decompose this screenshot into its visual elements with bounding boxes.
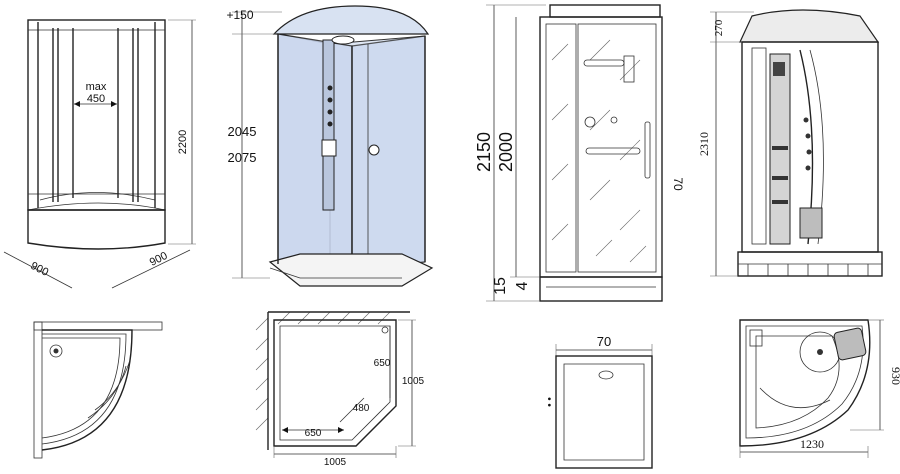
plan-1005-bottom-label: 1005 <box>324 457 347 468</box>
plan-650-bottom-label: 650 <box>305 428 322 439</box>
plan-930-label: 930 <box>889 367 900 385</box>
top-extra-150-label: +150 <box>226 8 253 22</box>
height-2310-label: 2310 <box>697 132 711 156</box>
opening-450-label: 450 <box>87 93 105 105</box>
plan-650-right-label: 650 <box>374 358 391 369</box>
base-4-label: 4 <box>514 281 531 290</box>
cabin-c-elevation: 2150 2000 15 4 70 <box>474 4 685 302</box>
plan-1230-label: 1230 <box>800 437 824 451</box>
plan-width-70-label: 70 <box>597 334 611 349</box>
cabin-b-plan: 650 480 650 1005 1005 <box>255 311 425 468</box>
top-270-label: 270 <box>713 19 725 36</box>
cabin-c-plan: 70 • • <box>543 334 653 469</box>
plan-480-label: 480 <box>353 403 370 414</box>
plan-small-label: • • <box>543 397 554 407</box>
height-2200-label: 2200 <box>177 130 189 154</box>
cabin-a-plan <box>33 321 163 459</box>
plan-1005-right-label: 1005 <box>402 376 425 387</box>
cabin-d-elevation: 270 2310 <box>697 9 883 277</box>
width-900-left-label: 900 <box>28 260 50 279</box>
height-2150-label: 2150 <box>474 132 494 172</box>
side-70-label: 70 <box>671 177 685 191</box>
height-2075-label: 2075 <box>228 150 257 165</box>
base-15-label: 15 <box>492 277 509 295</box>
height-2045-label: 2045 <box>228 124 257 139</box>
max-label: max <box>86 81 107 93</box>
height-2000-label: 2000 <box>496 132 516 172</box>
cabin-d-plan: 930 1230 <box>739 319 900 458</box>
width-900-right-label: 900 <box>148 250 170 269</box>
cabin-b-elevation: +150 2045 2075 <box>226 5 434 287</box>
cabin-a-elevation: max 450 2200 900 900 <box>3 19 196 289</box>
